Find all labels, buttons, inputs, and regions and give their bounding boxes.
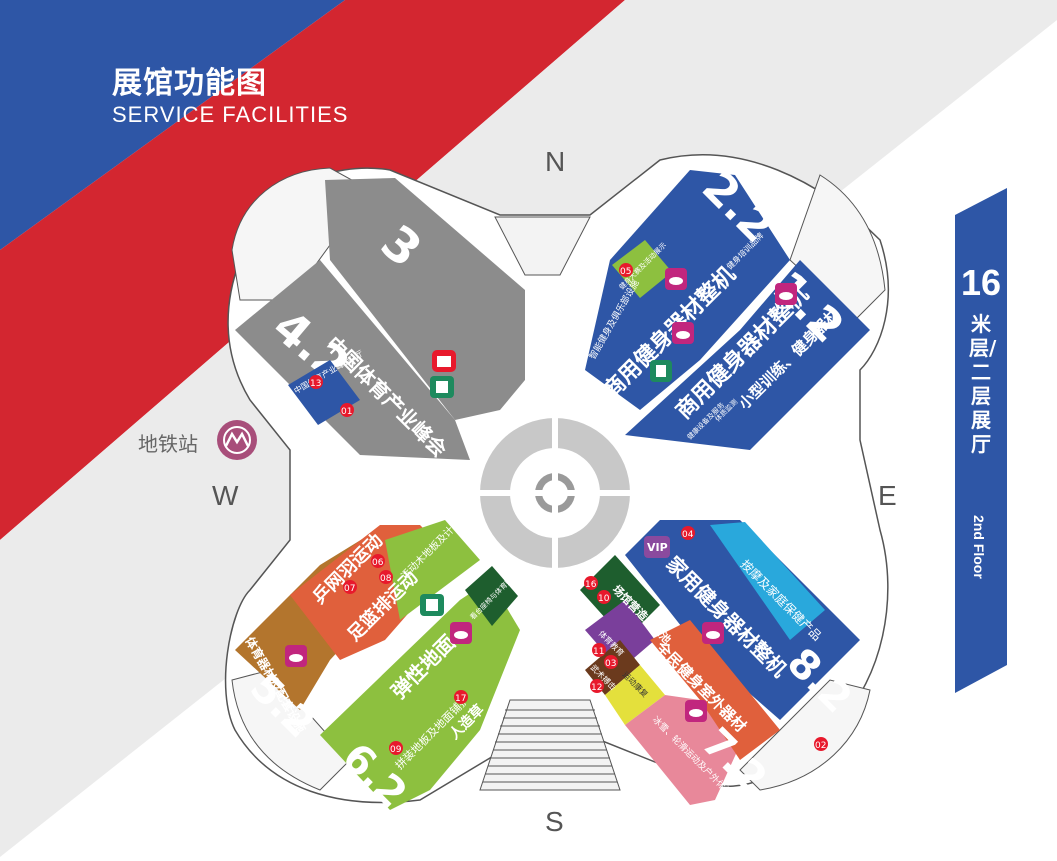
restaurant-icon-ne3[interactable] [672,322,694,344]
compass-west: W [212,480,239,511]
svg-text:07: 07 [344,584,355,594]
page-subtitle: SERVICE FACILITIES [112,102,349,127]
compass-east: E [878,480,897,511]
badge-03[interactable] [604,655,618,669]
north-gate [494,216,591,276]
restroom-icon-nw[interactable] [430,376,454,398]
floor-label-en: 2nd Floor [971,515,987,579]
svg-text:08: 08 [380,574,392,584]
south-stairs [479,699,621,791]
svg-text:13: 13 [310,379,321,389]
metro-icon[interactable] [217,420,257,460]
badge-10[interactable] [597,590,611,604]
svg-text:VIP: VIP [647,541,668,554]
restaurant-icon-ne2[interactable] [775,283,797,305]
sw-pond [231,669,351,791]
hall-2-2[interactable] [585,170,790,410]
venue-zone[interactable] [580,555,660,640]
hall-3[interactable] [325,178,525,420]
restaurant-icon-ne[interactable] [665,268,687,290]
svg-text:06: 06 [372,558,384,568]
compass-north: N [545,146,566,177]
badge-13[interactable] [309,375,323,389]
page-title: 展馆功能图 [112,66,267,101]
restroom-icon-ne[interactable] [650,360,672,382]
restroom-icon-sw[interactable] [420,594,444,616]
svg-text:05: 05 [620,267,631,277]
first-aid-icon[interactable] [432,350,456,372]
hall-4-2[interactable] [235,260,470,460]
hall-1-2[interactable] [625,260,870,450]
badge-01[interactable] [340,403,354,417]
event-zone[interactable] [612,240,672,298]
badge-17[interactable] [454,690,468,704]
restaurant-icon-se[interactable] [702,622,724,644]
floor-number: 16 [960,262,1002,303]
compass-south: S [545,806,564,837]
svg-text:09: 09 [390,745,402,755]
outdoor-fitness-zone[interactable] [650,620,780,760]
svg-text:04: 04 [682,530,694,540]
svg-text:01: 01 [341,407,352,417]
hall-7-2[interactable] [625,695,740,805]
badges: 13 01 05 04 06 07 08 16 10 11 03 12 17 0… [309,263,828,755]
center-plaza [480,418,630,568]
svg-text:02: 02 [815,741,826,751]
restaurant-icon-se2[interactable] [685,700,707,722]
badge-07[interactable] [343,580,357,594]
svg-text:17: 17 [455,694,466,704]
metro-label: 地铁站 [138,432,198,456]
badge-16[interactable] [584,576,598,590]
vip-icon[interactable]: VIP [644,536,670,558]
sports-wood-zone[interactable] [385,520,480,620]
floor-label-cn: 米层/二层展厅 [969,312,997,456]
restaurant-icon-sw2[interactable] [450,622,472,644]
school-zone[interactable] [585,600,655,670]
svg-text:16: 16 [585,580,597,590]
badge-04[interactable] [681,526,695,540]
stadium-seats-zone[interactable] [465,566,518,626]
badge-09[interactable] [389,741,403,755]
floor-panel [955,188,1007,693]
badge-11[interactable] [592,643,606,657]
svg-text:10: 10 [598,594,610,604]
svg-text:12: 12 [591,683,602,693]
ne-pond [789,174,886,321]
badge-02[interactable] [814,737,828,751]
hall-8-2[interactable] [625,520,860,720]
se-pond [739,679,871,791]
outdoor-zone[interactable] [605,665,665,725]
badge-06[interactable] [371,554,385,568]
svg-text:11: 11 [593,647,604,657]
restaurant-icon-sw[interactable] [285,645,307,667]
massage-zone[interactable] [710,522,825,640]
svg-text:03: 03 [605,659,616,669]
badge-05[interactable] [619,263,633,277]
badge-08[interactable] [379,570,393,584]
badge-12[interactable] [590,679,604,693]
